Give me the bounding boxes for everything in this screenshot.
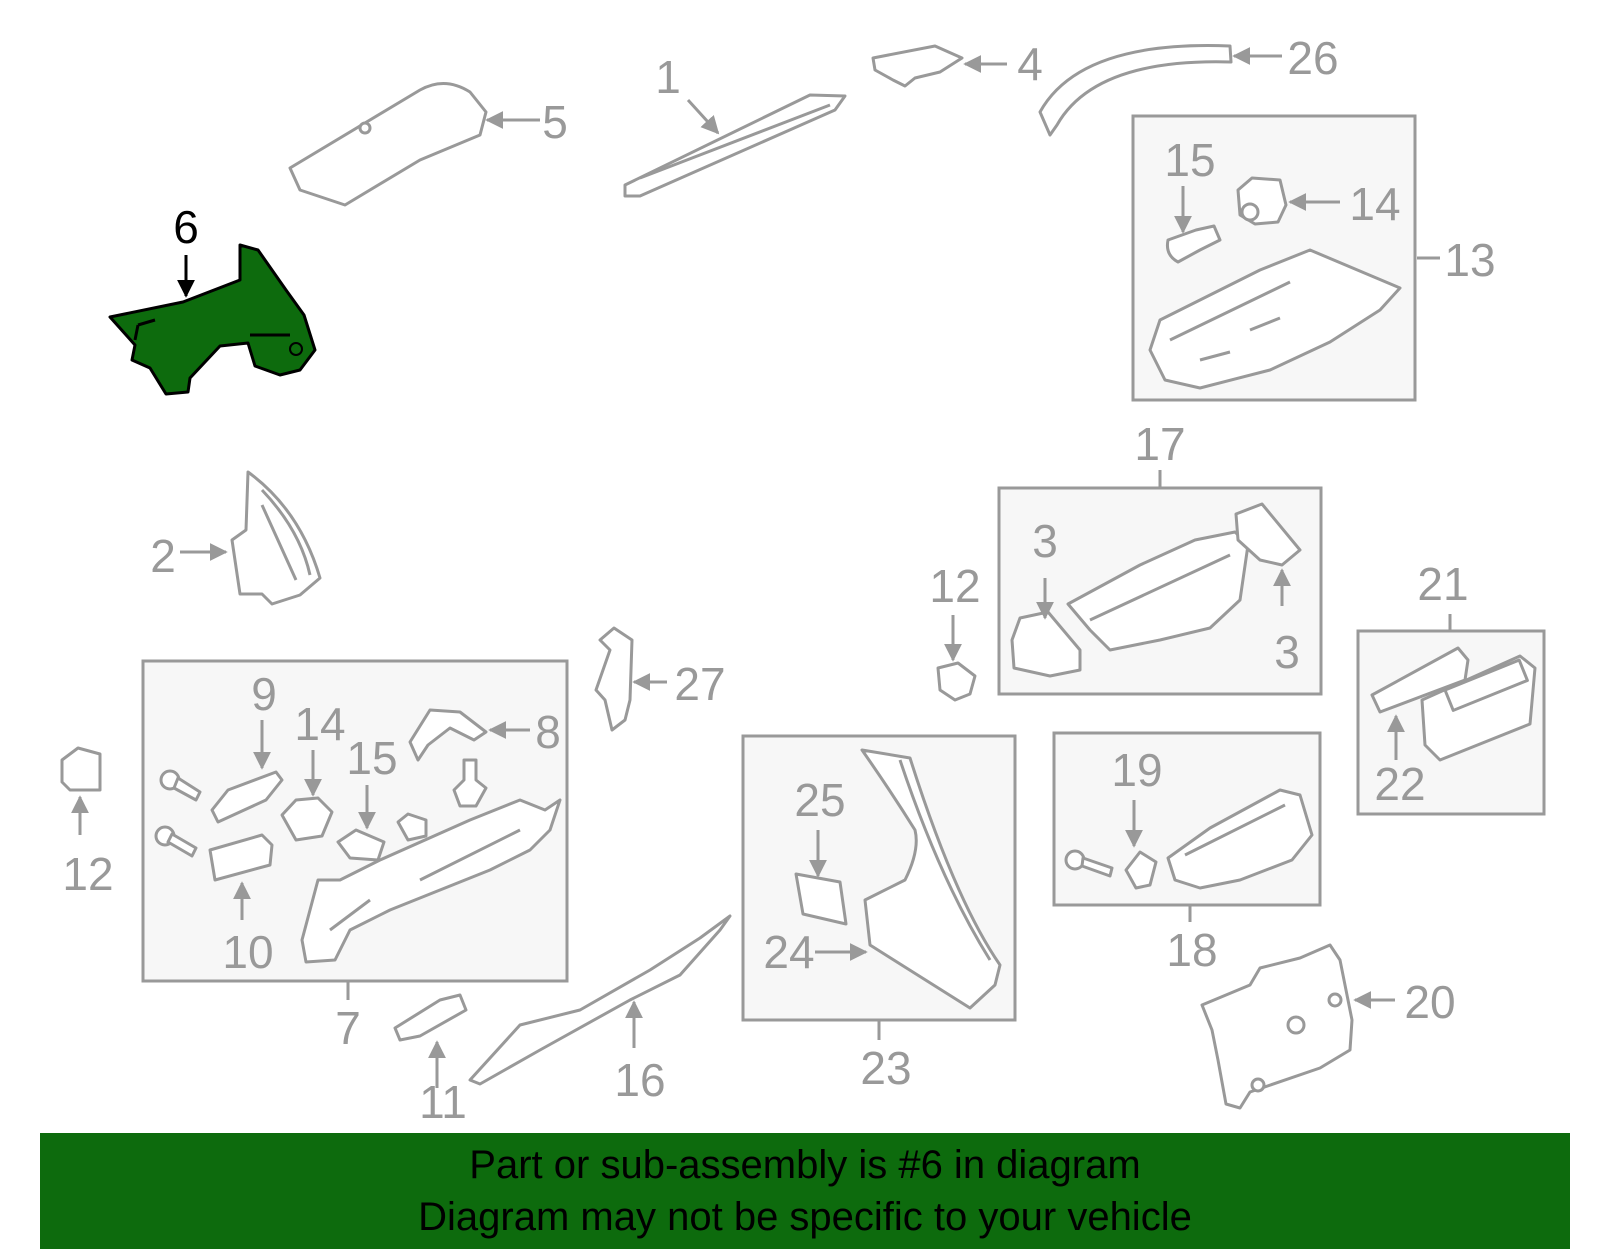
callout-3a: 3 <box>1032 515 1058 567</box>
part-12-right-shape <box>936 661 977 702</box>
callout-15-group: 15 <box>346 732 397 784</box>
callout-2: 2 <box>150 530 176 582</box>
callout-8: 8 <box>535 706 561 758</box>
part-22-shape <box>1370 646 1470 714</box>
callout-23: 23 <box>860 1042 911 1094</box>
callout-4: 4 <box>1017 38 1043 90</box>
part-11-shape <box>393 993 468 1042</box>
callout-16: 16 <box>614 1054 665 1106</box>
callout-12-right: 12 <box>929 560 980 612</box>
callout-5: 5 <box>542 96 568 148</box>
callout-9: 9 <box>251 668 277 720</box>
callout-19: 19 <box>1111 744 1162 796</box>
callout-24: 24 <box>763 926 814 978</box>
callout-26: 26 <box>1287 32 1338 84</box>
callout-1: 1 <box>655 51 681 103</box>
banner-line-part-info: Part or sub-assembly is #6 in diagram <box>469 1143 1141 1187</box>
part-25-shape <box>794 872 848 926</box>
part-7-shape <box>300 798 562 964</box>
part-8-shape <box>408 708 488 762</box>
callout-25: 25 <box>794 774 845 826</box>
part-27-shape <box>594 626 634 732</box>
callout-12-left: 12 <box>62 848 113 900</box>
callout-6-highlighted: 6 <box>173 201 199 253</box>
part-18-shape <box>1166 788 1314 890</box>
part-4-shape <box>871 44 964 88</box>
callout-14-group: 14 <box>294 698 345 750</box>
callout-17: 17 <box>1134 418 1185 470</box>
part-6-highlighted <box>108 243 317 396</box>
callout-14-top: 14 <box>1349 178 1400 230</box>
part-3a-shape <box>1010 610 1082 678</box>
part-14-group-shape <box>280 796 334 842</box>
part-1-shape <box>623 93 847 198</box>
banner-line-disclaimer: Diagram may not be specific to your vehi… <box>418 1195 1192 1239</box>
callout-22: 22 <box>1374 758 1425 810</box>
info-banner: Part or sub-assembly is #6 in diagram Di… <box>40 1133 1570 1249</box>
part-17-shape <box>1066 530 1250 652</box>
callout-13: 13 <box>1444 234 1495 286</box>
part-15-shape <box>1166 224 1222 264</box>
callout-7: 7 <box>335 1002 361 1054</box>
callout-11: 11 <box>419 1076 467 1128</box>
part-20-shape <box>1200 943 1354 1110</box>
part-23-shape <box>860 748 1002 1010</box>
part-19-shape <box>1124 850 1158 890</box>
part-26-shape <box>1038 44 1233 137</box>
part-5-shape <box>288 82 488 207</box>
part-3b-shape <box>1234 502 1302 567</box>
part-9-shape <box>210 770 284 824</box>
part-12-left-shape <box>60 746 102 792</box>
callout-20: 20 <box>1404 976 1455 1028</box>
part-16-shape <box>468 914 732 1086</box>
callout-10: 10 <box>222 926 273 978</box>
callout-18: 18 <box>1166 924 1217 976</box>
callout-21: 21 <box>1417 558 1468 610</box>
callout-3b: 3 <box>1274 626 1300 678</box>
callout-27: 27 <box>674 658 725 710</box>
part-10-shape <box>208 833 274 882</box>
callout-15-top: 15 <box>1164 134 1215 186</box>
part-15-group-shape <box>336 828 386 862</box>
